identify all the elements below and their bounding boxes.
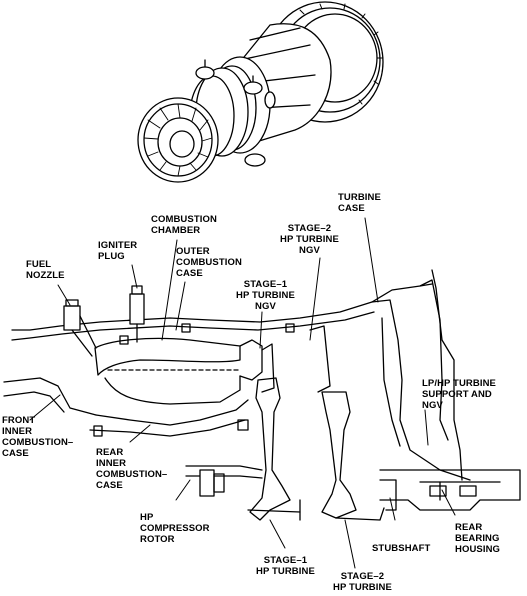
label-stubshaft: STUBSHAFT [372,543,431,554]
label-fuel-nozzle: FUEL NOZZLE [26,259,65,281]
label-rear-bearing-housing: REAR BEARING HOUSING [455,522,501,555]
label-stage2-hp-turbine: STAGE–2 HP TURBINE [333,571,392,593]
label-rear-inner-combustion-case: REAR INNER COMBUSTION– CASE [96,447,168,491]
engine-3d-view [137,1,384,183]
label-front-inner-combustion-case: FRONT INNER COMBUSTION– CASE [2,415,74,459]
label-stage2-hp-turbine-ngv: STAGE–2 HP TURBINE NGV [280,223,339,256]
leader-lines [29,217,456,569]
label-stage1-hp-turbine: STAGE–1 HP TURBINE [256,555,315,577]
label-combustion-chamber: COMBUSTION CHAMBER [151,214,217,236]
label-stage1-hp-turbine-ngv: STAGE–1 HP TURBINE NGV [236,279,295,312]
label-lp-hp-turbine-support: LP/HP TURBINE SUPPORT AND NGV [422,378,496,411]
label-outer-combustion-case: OUTER COMBUSTION CASE [176,246,242,279]
engine-cross-section [3,269,521,521]
label-hp-compressor-rotor: HP COMPRESSOR ROTOR [140,512,210,545]
label-turbine-case: TURBINE CASE [338,192,381,214]
label-igniter-plug: IGNITER PLUG [98,240,138,262]
